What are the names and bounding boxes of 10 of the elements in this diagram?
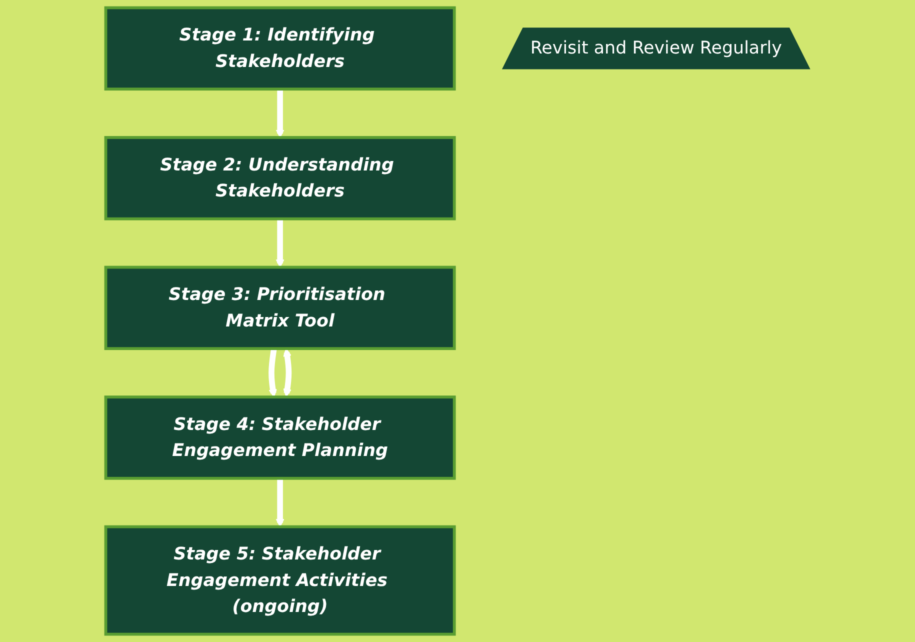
node-box: Stage 1: Identifying Stakeholders <box>104 6 456 91</box>
node-box: Stage 3: Prioritisation Matrix Tool <box>104 266 456 350</box>
arrow <box>282 348 292 397</box>
node-box: Stage 2: Understanding Stakeholders <box>104 136 456 220</box>
arrow <box>276 89 284 138</box>
node-box: Stage 4: Stakeholder Engagement Planning <box>104 396 456 480</box>
arrow <box>276 478 284 528</box>
arrow <box>276 218 284 268</box>
arrow <box>268 348 277 398</box>
node-box: Stage 5: Stakeholder Engagement Activities (ongoing) <box>104 525 456 636</box>
